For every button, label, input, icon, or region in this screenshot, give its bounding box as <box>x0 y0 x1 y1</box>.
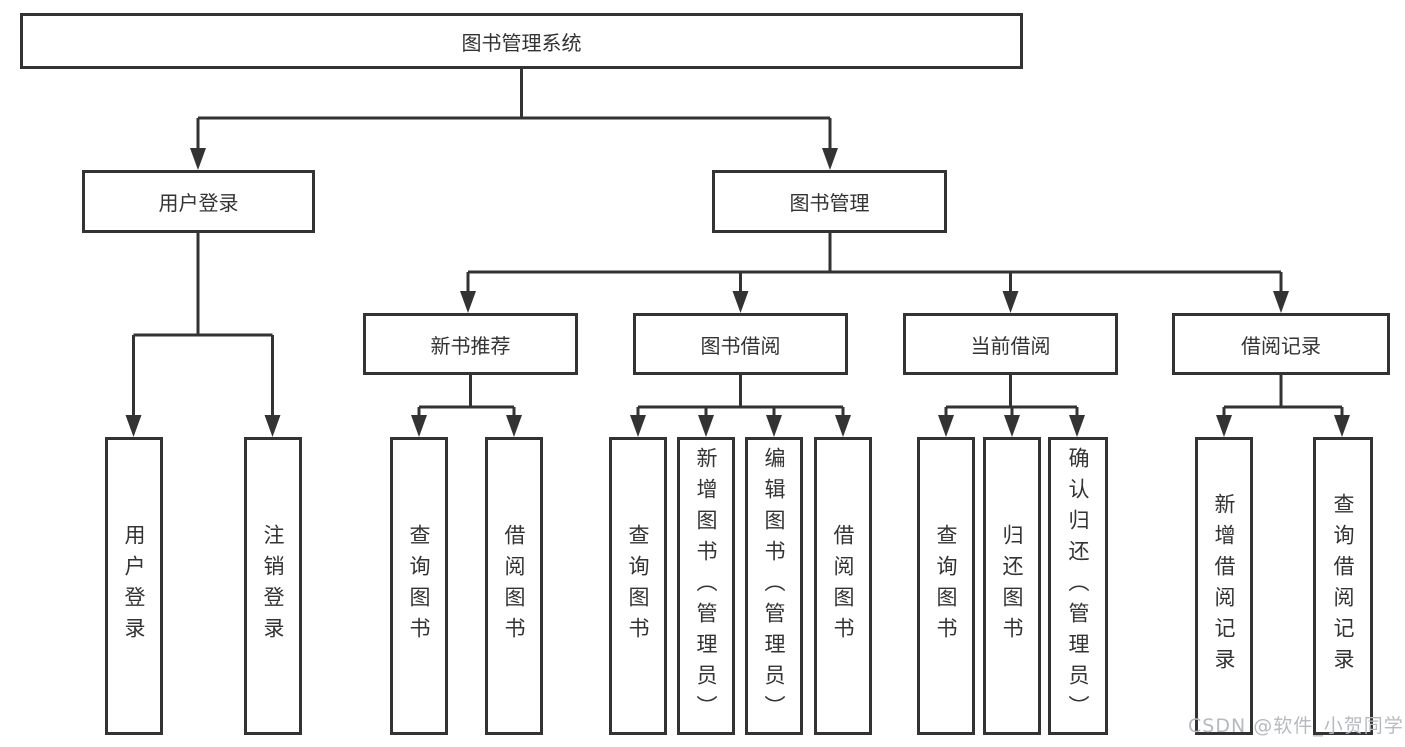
leaf-user-login: 用户登录 <box>105 437 163 735</box>
arrowheads <box>125 148 1350 437</box>
leaf-recommend-query-book: 查询图书 <box>390 437 448 735</box>
node-root: 图书管理系统 <box>20 13 1023 69</box>
node-new-book-recommendation: 新书推荐 <box>363 313 578 375</box>
node-borrowing-records: 借阅记录 <box>1172 313 1390 375</box>
leaf-current-return-book: 归还图书 <box>983 437 1041 735</box>
leaf-current-confirm-return-admin: 确认归还（管理员） <box>1048 437 1108 735</box>
node-user-login: 用户登录 <box>82 170 315 233</box>
leaf-borrowing-edit-book-admin: 编辑图书（管理员） <box>745 437 803 735</box>
leaf-records-add-record: 新增借阅记录 <box>1195 437 1253 735</box>
leaf-borrowing-add-book-admin: 新增图书（管理员） <box>677 437 735 735</box>
node-current-borrowing: 当前借阅 <box>903 313 1118 375</box>
leaf-records-query-record: 查询借阅记录 <box>1313 437 1373 735</box>
node-book-management: 图书管理 <box>712 170 947 233</box>
watermark: CSDN @软件_小贺同学 <box>1188 715 1404 737</box>
leaf-borrowing-query-book: 查询图书 <box>609 437 667 735</box>
leaf-borrowing-borrow-book: 借阅图书 <box>814 437 872 735</box>
leaf-recommend-borrow-book: 借阅图书 <box>485 437 543 735</box>
leaf-current-query-book: 查询图书 <box>917 437 975 735</box>
leaf-logout: 注销登录 <box>244 437 302 735</box>
node-book-borrowing: 图书借阅 <box>633 313 848 375</box>
